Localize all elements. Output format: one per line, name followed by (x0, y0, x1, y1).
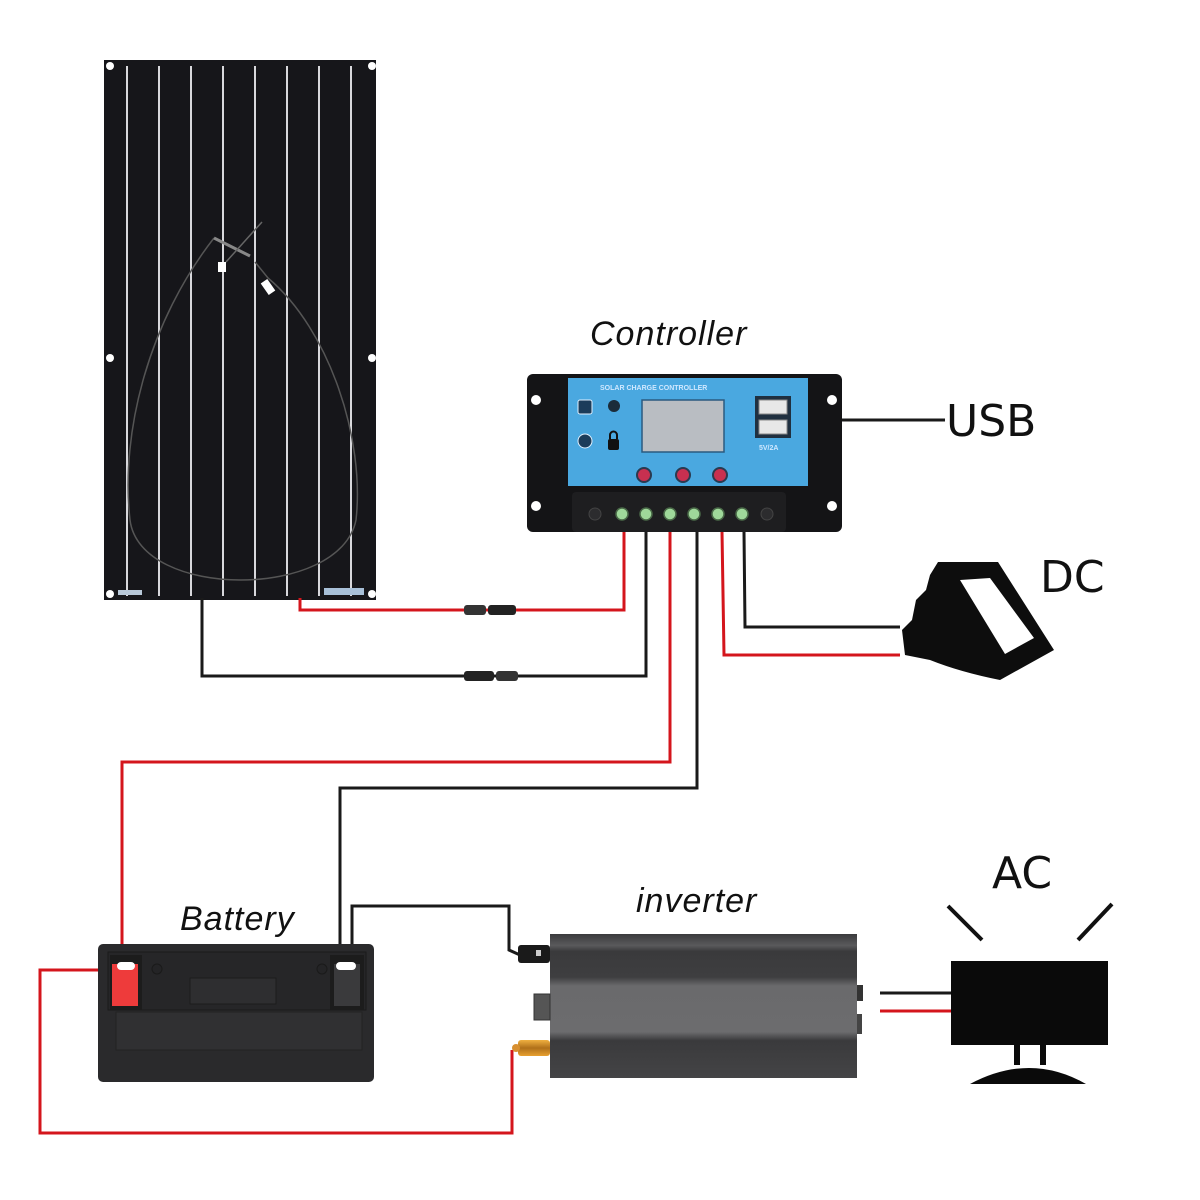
tv-stand-leg (1014, 1045, 1020, 1065)
minus-button[interactable] (675, 467, 691, 483)
mount-hole (368, 354, 376, 362)
inverter-switch[interactable] (533, 993, 551, 1021)
mount-hole (106, 590, 114, 598)
inverter-body (550, 934, 857, 1078)
inverter-side-tab (857, 1014, 862, 1034)
solar-panel (104, 60, 376, 600)
usb-caption: 5V/2A (759, 445, 778, 452)
vent-cap (151, 963, 163, 975)
tv-stand-leg (1040, 1045, 1046, 1065)
lamp-lens (960, 578, 1034, 654)
wire-battery-negative (338, 532, 699, 962)
controller-mount-hole (827, 501, 837, 511)
tv-screen (951, 961, 1108, 1045)
terminal-screw[interactable] (735, 507, 749, 521)
label-inverter: inverter (636, 882, 758, 920)
panel-junction-box (324, 588, 364, 595)
tv-stand-base (970, 1068, 1086, 1084)
wire-battery-positive (120, 532, 672, 962)
glow-ray (1076, 902, 1114, 942)
mc4-connector-negative (464, 671, 518, 681)
negative-terminal[interactable] (334, 964, 360, 1006)
terminal-screw[interactable] (687, 507, 701, 521)
terminal-screw[interactable] (711, 507, 725, 521)
wire-dc-positive (720, 531, 900, 657)
inverter-ac-outlet (857, 985, 863, 1001)
panel-icon (577, 399, 593, 415)
positive-terminal[interactable] (112, 964, 138, 1006)
wire-panel-negative (200, 532, 648, 678)
usb-port[interactable] (758, 419, 788, 435)
panel-mc4-connector (218, 262, 226, 272)
clock-icon (577, 433, 593, 449)
controller-mount-hole (827, 395, 837, 405)
panel-cable-lead (225, 221, 263, 263)
controller-mount-hole (531, 501, 541, 511)
charge-controller: Controller SOLAR CHARGE CONTROLLER 5V/2A (527, 315, 842, 532)
terminal-screw[interactable] (639, 507, 653, 521)
glow-ray (946, 904, 984, 942)
dc-load-lamp (902, 562, 1054, 680)
mount-hole (368, 62, 376, 70)
battery-label-plate (189, 977, 277, 1005)
terminal-screw[interactable] (663, 507, 677, 521)
mount-hole (106, 62, 114, 70)
label-usb: USB (946, 396, 1036, 447)
menu-button[interactable] (636, 467, 652, 483)
panel-mc4-connector (260, 278, 276, 296)
mount-hole (368, 590, 376, 598)
usb-port[interactable] (758, 399, 788, 415)
terminal-screw[interactable] (615, 507, 629, 521)
panel-cell-strips (126, 66, 352, 596)
inverter-negative-plug (518, 945, 550, 963)
label-dc: DC (1040, 552, 1105, 603)
inverter: inverter (512, 882, 863, 1078)
label-battery: Battery (180, 900, 296, 938)
wire-panel-positive (298, 532, 626, 612)
wire-dc-negative (742, 531, 900, 629)
label-controller: Controller (590, 315, 748, 353)
bulb-icon (608, 400, 620, 412)
wire-inverter-negative (350, 904, 521, 962)
controller-panel-title: SOLAR CHARGE CONTROLLER (600, 385, 707, 392)
plus-button[interactable] (712, 467, 728, 483)
negative-terminal-bolt (336, 962, 356, 970)
mc4-connector-positive (464, 605, 516, 615)
mount-hole (106, 354, 114, 362)
lcd-screen (641, 399, 725, 453)
terminal-cap (588, 507, 602, 521)
wires (38, 418, 952, 1135)
panel-label-sticker (118, 590, 142, 595)
terminal-screws (615, 507, 749, 521)
vent-cap (316, 963, 328, 975)
ac-load-tv: AC (946, 848, 1114, 1084)
wire-inverter-positive (38, 968, 514, 1135)
controller-mount-hole (531, 395, 541, 405)
battery: Battery (98, 900, 374, 1082)
positive-terminal-bolt (117, 962, 135, 970)
label-ac: AC (992, 848, 1052, 899)
inverter-positive-post (518, 1040, 550, 1056)
terminal-strip (572, 492, 786, 532)
panel-cable-plug (213, 236, 251, 258)
solar-panel-body (104, 60, 376, 600)
terminal-cap (760, 507, 774, 521)
lock-icon (608, 439, 619, 450)
battery-ridge (115, 1011, 363, 1051)
panel-cable-loop (127, 237, 359, 581)
lamp-body (902, 562, 1054, 680)
